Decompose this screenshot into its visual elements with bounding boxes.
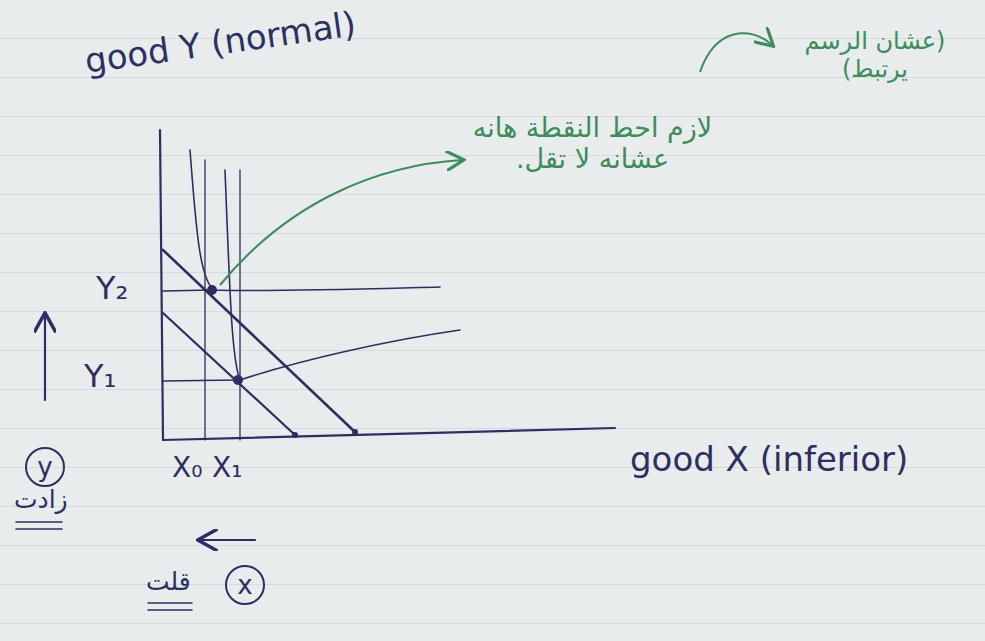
- change-note: زادت: [14, 486, 68, 515]
- axis-value: Y₂: [96, 270, 128, 307]
- equilibrium-point: [233, 375, 243, 385]
- annotation-note: لازم احط النقطة هانه عشانه لا تقل.: [470, 112, 715, 174]
- intercept-dot: [292, 432, 298, 438]
- annotation-arrow: [700, 33, 772, 72]
- node-letter: y: [37, 454, 52, 480]
- guide-line: [204, 160, 205, 440]
- double-underline: [148, 603, 192, 610]
- guide-line: [239, 170, 240, 440]
- annotation-arrow: [220, 160, 462, 285]
- circled-letter: y: [24, 446, 66, 488]
- change-note: قلت: [146, 568, 191, 597]
- decrease-arrow: [200, 539, 255, 541]
- x-axis: [163, 428, 615, 440]
- node-letter: x: [237, 572, 252, 598]
- axis-title: good Y (normal): [83, 4, 359, 81]
- budget-line: [163, 250, 355, 432]
- double-underline: [16, 522, 62, 529]
- guide-line: [163, 290, 212, 291]
- axis-value: X₀: [172, 452, 202, 484]
- annotation-note: (عشان الرسم يرتبط): [780, 28, 970, 83]
- y-axis: [160, 130, 163, 440]
- guide-line: [163, 380, 238, 381]
- increase-arrow: [44, 315, 46, 400]
- intercept-dot: [352, 429, 358, 435]
- axis-value: Y₁: [84, 358, 116, 395]
- axis-title: good X (inferior): [630, 440, 908, 479]
- axis-value: X₁: [212, 452, 242, 484]
- equilibrium-point: [207, 285, 217, 295]
- indifference-curve: [225, 170, 460, 380]
- budget-line: [163, 313, 295, 435]
- circled-letter: x: [224, 564, 266, 606]
